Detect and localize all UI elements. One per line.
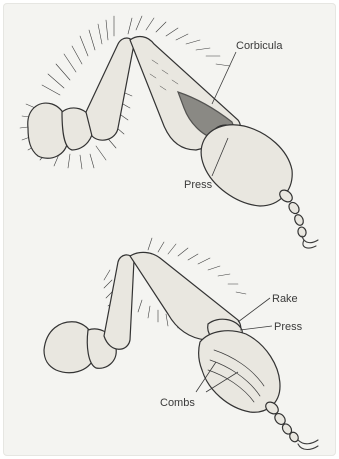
top-femur <box>86 38 134 140</box>
leader-bottom-rake <box>238 298 270 322</box>
label-top-press: Press <box>184 179 213 191</box>
label-corbicula: Corbicula <box>236 40 283 52</box>
leader-bottom-press <box>240 326 272 330</box>
label-combs: Combs <box>160 397 195 409</box>
leader-top-corbicula <box>212 52 236 104</box>
label-bottom-press: Press <box>274 321 303 333</box>
bottom-tarsi <box>263 400 318 450</box>
top-tarsi <box>277 188 318 248</box>
label-rake: Rake <box>272 293 298 305</box>
bottom-basitarsus <box>199 331 280 413</box>
bottom-leg <box>44 238 318 450</box>
top-basitarsus <box>201 125 292 206</box>
bottom-femur <box>104 255 134 349</box>
